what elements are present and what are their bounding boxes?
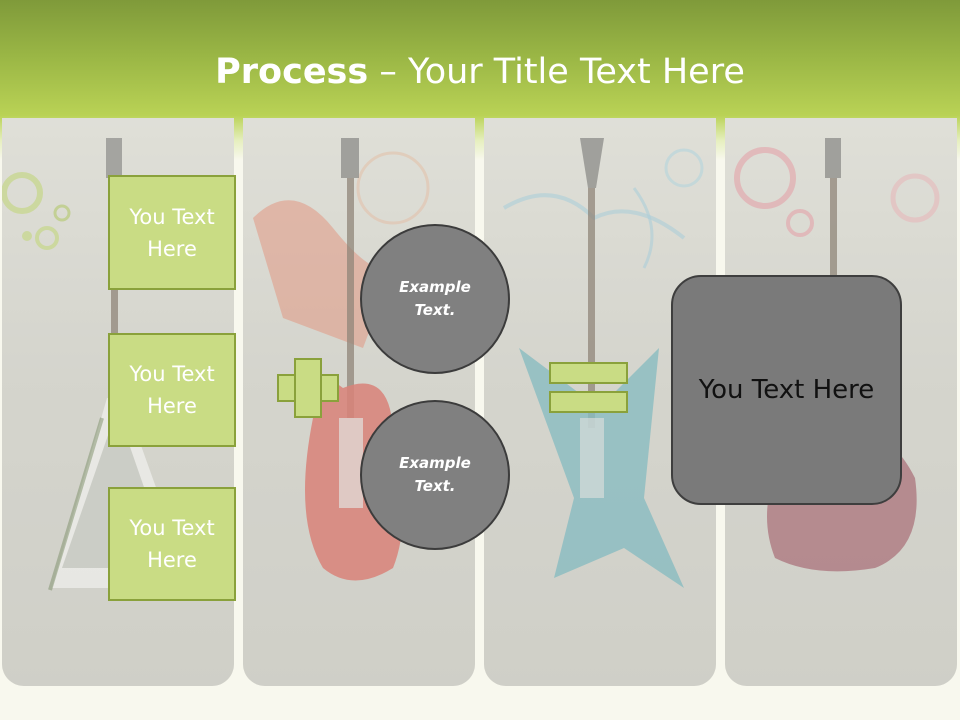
slide-title[interactable]: Process – Your Title Text Here <box>0 52 960 92</box>
title-rest: – Your Title Text Here <box>368 52 745 92</box>
example-circle-1[interactable]: Example Text. <box>360 224 510 374</box>
result-box[interactable]: You Text Here <box>671 275 902 505</box>
text-box-2[interactable]: You Text Here <box>108 333 236 447</box>
equals-icon-bottom <box>549 391 628 413</box>
text-box-1[interactable]: You Text Here <box>108 175 236 290</box>
equals-icon-top <box>549 362 628 384</box>
circle-label: Example Text. <box>399 278 471 319</box>
text-box-label: You Text Here <box>129 362 215 418</box>
plus-icon-fill <box>296 376 320 400</box>
text-box-label: You Text Here <box>129 204 215 261</box>
circle-label: Example Text. <box>399 454 471 495</box>
title-bold: Process <box>215 52 369 92</box>
text-box-3[interactable]: You Text Here <box>108 487 236 601</box>
text-box-label: You Text Here <box>129 516 215 572</box>
guitar-panel-2 <box>243 118 475 686</box>
example-circle-2[interactable]: Example Text. <box>360 400 510 550</box>
result-label: You Text Here <box>698 375 875 405</box>
